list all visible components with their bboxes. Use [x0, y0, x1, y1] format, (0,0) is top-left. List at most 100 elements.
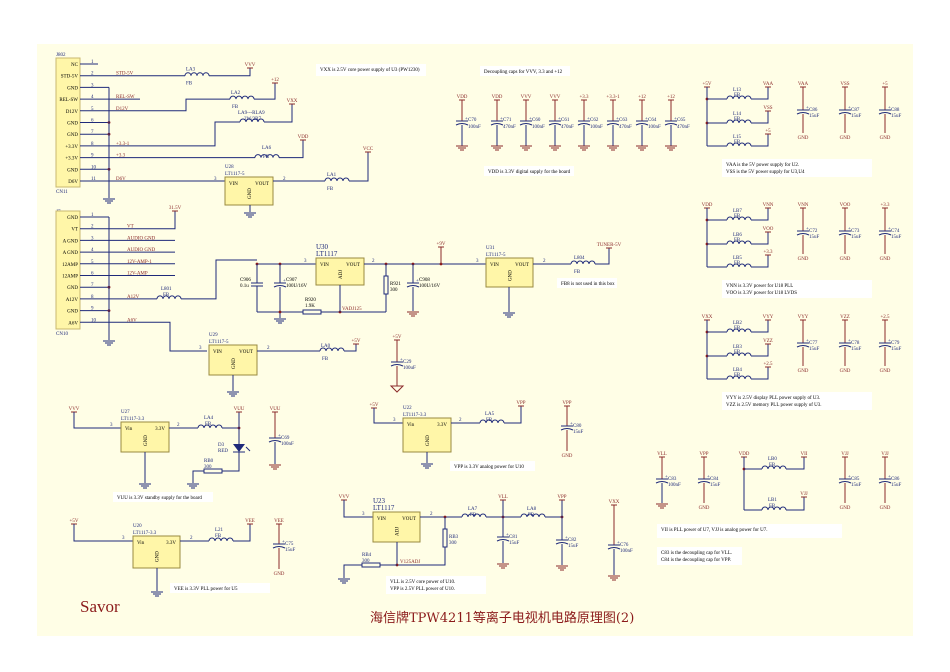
plus-sign: + — [465, 117, 468, 122]
inductor-icon — [156, 295, 182, 300]
plus-sign: + — [558, 117, 561, 122]
net-label: +3.3 — [116, 154, 126, 159]
net-port: VNN — [798, 203, 809, 209]
cap-ref: C82 — [568, 538, 577, 543]
pin-vout: 3.3V — [166, 541, 176, 546]
inductor-ref: LB3 — [733, 345, 742, 350]
net-label: VEE — [245, 519, 255, 524]
plus-sign: + — [587, 117, 590, 122]
cap-value: 100nF — [620, 549, 633, 554]
note-box — [113, 492, 213, 502]
inductor-ref: L804 — [574, 256, 585, 261]
cap-ref: C86 — [809, 108, 818, 113]
ground-icon: GND — [840, 257, 851, 262]
pin-number: 3 — [91, 236, 94, 241]
cap-ref: C71 — [503, 118, 512, 123]
ground-label: GND — [840, 136, 851, 141]
cap-value: 15uF — [891, 347, 902, 352]
net-port: VCC — [363, 147, 374, 153]
pin-number: 3 — [214, 177, 217, 182]
pin-vin: VIN — [490, 263, 499, 268]
cap-value: 15uF — [891, 235, 902, 240]
inductor-icon — [461, 513, 487, 518]
net-port: +12 — [271, 78, 279, 84]
ground-icon — [520, 145, 532, 151]
ground-icon: GND — [840, 136, 851, 141]
cap-ref: C69 — [281, 436, 290, 441]
inductor-value: FB — [769, 504, 776, 509]
cap-plate-curved — [796, 345, 810, 348]
pin-label: GND — [67, 122, 78, 127]
polarized-capacitor-icon: + — [555, 536, 569, 545]
net-label: VDD — [739, 452, 750, 457]
pin-gnd: GND — [248, 188, 253, 199]
pin-gnd: GND — [509, 270, 514, 281]
net-label: +5V — [393, 335, 402, 340]
wire — [344, 344, 357, 352]
ground-icon — [636, 145, 648, 151]
net-label: VSS — [763, 106, 772, 111]
cap-plate-curved — [406, 285, 420, 288]
net-port: 31.5V — [169, 206, 182, 212]
pin-number: 7 — [91, 130, 94, 135]
inductor-ref: L21 — [215, 528, 224, 533]
inductor-icon — [197, 424, 223, 429]
net-port: VEE — [245, 519, 255, 525]
annotation-note: VEE is 3.3V PLL power for U5 — [170, 583, 270, 593]
net-label: VPP — [516, 401, 525, 406]
cap-value: 15uF — [809, 347, 820, 352]
inductor-icon — [229, 95, 255, 100]
pin-label: GND — [67, 168, 78, 173]
annotation-note: C83 is the decoupling cap for VLL.C84 is… — [657, 547, 742, 565]
ground-icon — [491, 145, 503, 151]
plus-sign: + — [645, 117, 648, 122]
pin-number: 2 — [283, 177, 286, 182]
cap-value: 0.1u — [240, 284, 249, 289]
polarized-capacitor-icon: + — [272, 540, 286, 549]
wire — [751, 255, 769, 268]
resistor-ref: R920 — [305, 298, 316, 303]
plus-sign: + — [848, 106, 851, 111]
chip-body — [224, 176, 274, 206]
pin-number: 2 — [430, 512, 433, 517]
resistor-icon — [302, 309, 322, 315]
inductor-value: 2W/2R7 — [244, 117, 261, 122]
cap-ref: C77 — [809, 341, 818, 346]
net-port: VLL — [657, 452, 667, 458]
cap-ref: C74 — [891, 229, 900, 234]
wire — [80, 211, 176, 230]
note-box — [657, 524, 842, 538]
note-text: FB8 is not used in this box — [561, 282, 615, 287]
cap-ref: C72 — [809, 229, 818, 234]
net-label: VXX — [609, 500, 620, 505]
resistor-ref: RB4 — [362, 553, 372, 558]
plus-sign: + — [888, 475, 891, 480]
net-port: VPP — [516, 401, 526, 407]
net-port: VDD — [457, 95, 468, 101]
net-label: REL-SW — [116, 95, 135, 100]
pin-label: +3.3V — [65, 145, 78, 150]
inductor-icon — [254, 154, 280, 158]
pin-adj: ADJ — [339, 270, 344, 279]
net-port: +5V — [352, 339, 361, 345]
wire — [751, 232, 769, 245]
cap-plate-curved — [878, 481, 892, 484]
ground-icon — [608, 575, 620, 581]
wire — [233, 524, 251, 542]
plus-sign: + — [282, 540, 285, 545]
cap-ref: C60 — [532, 118, 541, 123]
pin-vin: VIN — [213, 350, 222, 355]
cap-plate-curved — [496, 539, 510, 542]
net-label: +3.3-1 — [606, 95, 620, 100]
ground-label: GND — [274, 572, 285, 577]
chip-ref: U27 — [121, 410, 130, 415]
polarized-capacitor-icon: + — [455, 117, 469, 126]
diode-value: RED — [218, 449, 228, 454]
net-port: +5V — [70, 519, 79, 525]
polarized-capacitor-icon: + — [655, 475, 669, 484]
